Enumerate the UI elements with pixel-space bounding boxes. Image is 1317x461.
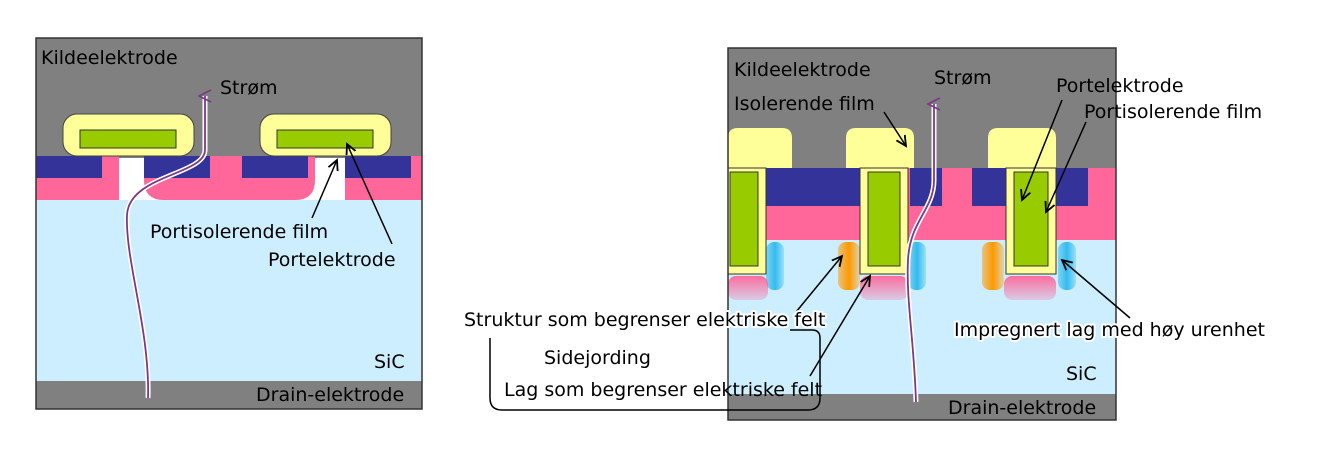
- right-sic-label: SiC: [1066, 363, 1097, 385]
- side-ground-label: Sidejording: [544, 347, 651, 369]
- left-n-source-3: [242, 156, 308, 178]
- right-gate-oxide-leader: [1046, 121, 1087, 212]
- right-insulating-film-leader: [883, 111, 906, 146]
- right-trench-gate-3: [1013, 171, 1049, 267]
- left-n-source-4: [345, 156, 411, 178]
- left-device-frame: [35, 37, 423, 410]
- left-n-source-2: [144, 156, 210, 178]
- left-gate-electrode-2: [276, 129, 374, 149]
- right-impregnated-layer-2: [908, 242, 926, 290]
- right-impregnated-label: Impregnert lag med høy urenhet: [954, 319, 1265, 341]
- left-gate-oxide-leader: [311, 160, 337, 219]
- right-side-ground-3: [1004, 276, 1056, 300]
- right-current-arrow: [906, 104, 934, 403]
- field-limit-callout-bracket: [489, 329, 821, 411]
- field-limit-layer-label: Lag som begrenser elektriske felt: [504, 379, 822, 401]
- right-impregnated-layer-1: [766, 242, 784, 290]
- left-device: Kildeelektrode Strøm Portisolerende film…: [35, 37, 423, 410]
- left-sic-label: SiC: [374, 351, 405, 373]
- left-gate-label: Portelektrode: [268, 249, 396, 271]
- right-n-source-5: [1054, 168, 1088, 206]
- left-gate-oxide-label: Portisolerende film: [150, 221, 328, 243]
- right-field-limit-layer-1: [838, 242, 860, 290]
- left-sic-substrate: [36, 200, 422, 383]
- left-drain-label: Drain-elektrode: [256, 384, 404, 406]
- right-trench-gate-1: [729, 171, 759, 267]
- left-gate-leader: [347, 144, 393, 245]
- right-n-source-1: [766, 168, 826, 206]
- right-side-ground-2: [860, 276, 908, 300]
- right-gate-label: Portelektrode: [1056, 75, 1184, 97]
- right-impregnated-layer-3: [1058, 242, 1076, 290]
- right-insulating-film-2: [846, 128, 914, 168]
- right-gate-oxide-label: Portisolerende film: [1084, 101, 1262, 123]
- right-device: Kildeelektrode Isolerende film Strøm Por…: [727, 47, 1267, 421]
- right-current-label: Strøm: [934, 67, 991, 89]
- left-gate-electrode-1: [79, 129, 177, 149]
- left-n-source-1: [36, 156, 102, 178]
- right-insulating-film-3: [988, 128, 1056, 168]
- right-n-source-2: [826, 168, 860, 206]
- right-n-source-4: [972, 168, 1006, 206]
- right-impregnated-leader: [1062, 260, 1131, 319]
- right-side-ground-1: [728, 276, 768, 300]
- right-n-source-3: [910, 168, 942, 206]
- right-device-frame: [727, 47, 1117, 421]
- right-drain-label: Drain-elektrode: [948, 397, 1096, 419]
- right-insulating-film-label: Isolerende film: [734, 93, 875, 115]
- right-source-label: Kildeelektrode: [734, 59, 871, 81]
- field-limit-callout: Struktur som begrenser elektriske felt S…: [462, 307, 827, 411]
- left-drain-electrode: [36, 381, 422, 409]
- right-gate-leader: [1022, 99, 1063, 200]
- field-limit-structure-label: Struktur som begrenser elektriske felt: [464, 309, 825, 331]
- right-field-limit-structure-leader: [795, 256, 842, 313]
- right-trench-gate-2: [867, 171, 901, 267]
- right-drain-electrode: [728, 394, 1116, 420]
- right-field-limit-layer-2: [982, 242, 1004, 290]
- left-current-label: Strøm: [220, 77, 277, 99]
- right-insulating-film-1: [728, 128, 792, 168]
- left-source-label: Kildeelektrode: [41, 47, 178, 69]
